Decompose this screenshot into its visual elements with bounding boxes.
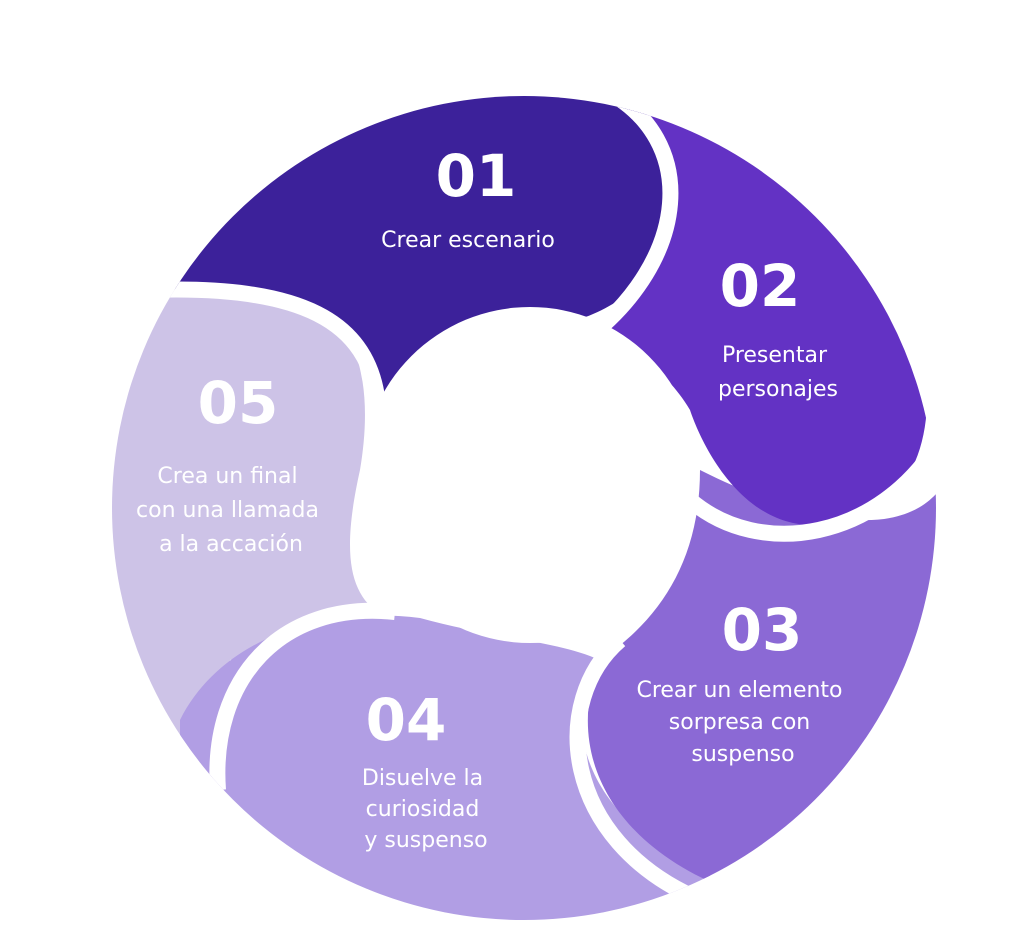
- step-04-label: Disuelve la curiosidad y suspenso: [362, 766, 490, 853]
- step-04-label-line: curiosidad: [366, 797, 480, 822]
- step-05-label-line: con una llamada: [136, 498, 319, 523]
- segment-divider: [684, 435, 936, 542]
- step-02-label: Presentar personajes: [718, 343, 838, 402]
- center-hole: [362, 307, 698, 643]
- segment-05: [112, 260, 390, 800]
- segment-divider: [149, 281, 386, 406]
- step-03-label-line: Crear un elemento: [636, 678, 842, 703]
- step-03-label: Crear un elemento sorpresa con suspenso: [636, 678, 849, 767]
- step-04-number: 04: [366, 686, 447, 754]
- step-03-number: 03: [722, 596, 803, 664]
- step-02-label-line: personajes: [718, 377, 838, 402]
- step-01-number: 01: [436, 142, 517, 210]
- step-05-number: 05: [198, 369, 279, 437]
- step-03-label-line: suspenso: [691, 742, 794, 767]
- step-02-number: 02: [720, 252, 801, 320]
- step-05-label-line: a la accación: [159, 532, 303, 557]
- step-04-label-line: Disuelve la: [362, 766, 483, 791]
- segment-divider: [569, 633, 704, 908]
- step-05-label-line: Crea un final: [157, 464, 297, 489]
- segment-04: [180, 615, 760, 920]
- step-01-label: Crear escenario: [381, 228, 555, 253]
- step-02-label-line: Presentar: [722, 343, 828, 368]
- step-01-label-line: Crear escenario: [381, 228, 555, 253]
- segment-divider: [209, 602, 396, 791]
- step-03-label-line: sorpresa con: [669, 710, 810, 735]
- step-04-label-line: y suspenso: [364, 828, 487, 853]
- step-05-label: Crea un final con una llamada a la accac…: [136, 464, 326, 557]
- segment-divider: [580, 96, 679, 347]
